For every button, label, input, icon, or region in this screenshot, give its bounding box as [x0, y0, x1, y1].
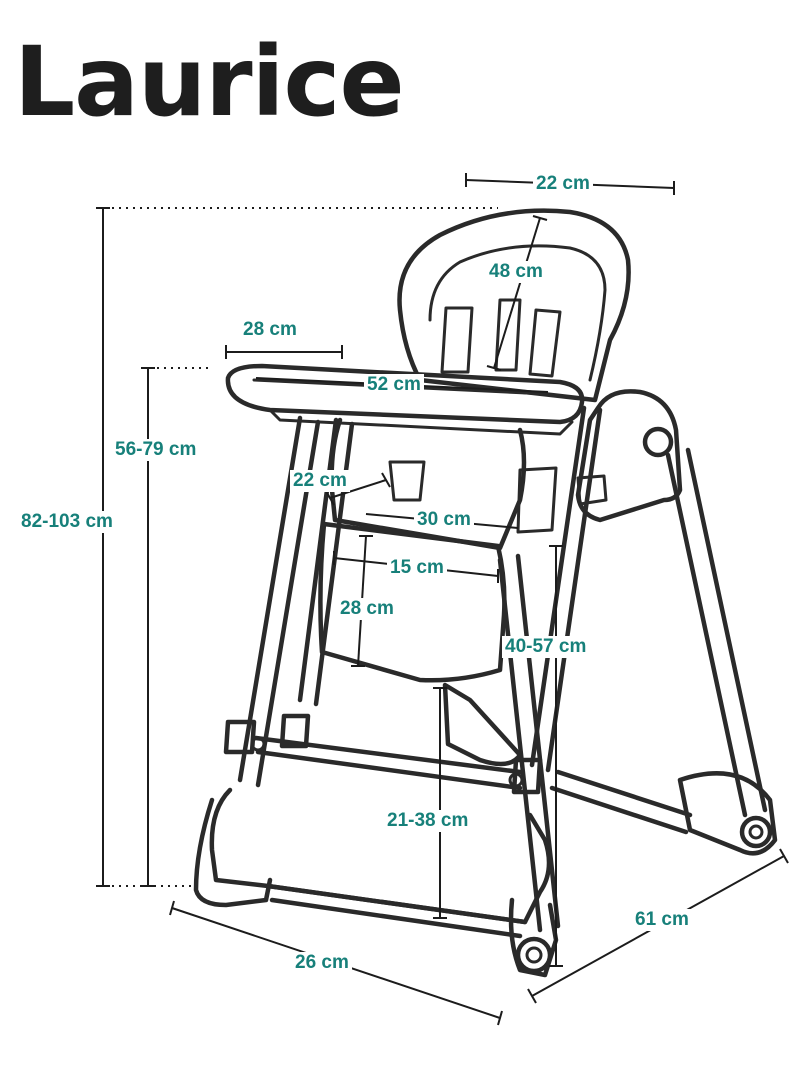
side-lever — [576, 474, 608, 506]
label-crotch-post: 22 cm — [290, 470, 350, 492]
label-footrest-width: 15 cm — [387, 557, 447, 579]
backrest-inner — [428, 244, 607, 382]
rear-left-leg — [529, 405, 603, 773]
label-backrest-width: 22 cm — [533, 173, 593, 195]
label-tray-height: 56-79 cm — [112, 439, 200, 461]
label-seat-width: 30 cm — [414, 509, 474, 531]
crotch-post — [388, 460, 426, 502]
inner-leg-left — [297, 417, 355, 707]
recline-knob — [642, 426, 674, 458]
label-footrest-height: 21-38 cm — [384, 810, 472, 832]
rear-cross-bar — [549, 769, 693, 835]
front-cross-bar — [253, 735, 523, 791]
rear-right-wheel — [739, 815, 773, 849]
base-front-bar — [265, 883, 528, 939]
front-right-wheel — [515, 936, 553, 974]
front-right-leg — [497, 553, 561, 933]
rear-right-foot — [677, 771, 778, 856]
harness-strap-center — [494, 298, 522, 372]
tray — [225, 363, 585, 425]
joint-left — [223, 719, 257, 755]
label-tray-depth: 28 cm — [240, 319, 300, 341]
joint-right — [511, 757, 543, 795]
harness-strap-left — [440, 306, 474, 374]
label-seat-to-footrest: 28 cm — [337, 598, 397, 620]
label-base-depth: 61 cm — [632, 909, 692, 931]
crotch-post-line — [329, 479, 387, 499]
recline-housing — [575, 389, 683, 523]
label-tray-width: 52 cm — [364, 374, 424, 396]
side-panel — [516, 466, 558, 534]
rear-right-leg — [665, 447, 768, 818]
front-left-foot — [193, 797, 273, 908]
backrest-height-line — [493, 217, 541, 369]
label-base-width: 26 cm — [292, 952, 352, 974]
footrest — [442, 682, 523, 767]
tray-underside — [268, 408, 574, 436]
label-backrest-height: 48 cm — [486, 261, 546, 283]
front-right-foot — [508, 897, 559, 978]
label-total-height: 82-103 cm — [18, 511, 116, 533]
brand-title: Laurice — [14, 26, 405, 138]
label-seat-height: 40-57 cm — [502, 636, 590, 658]
harness-strap-right — [528, 308, 562, 378]
